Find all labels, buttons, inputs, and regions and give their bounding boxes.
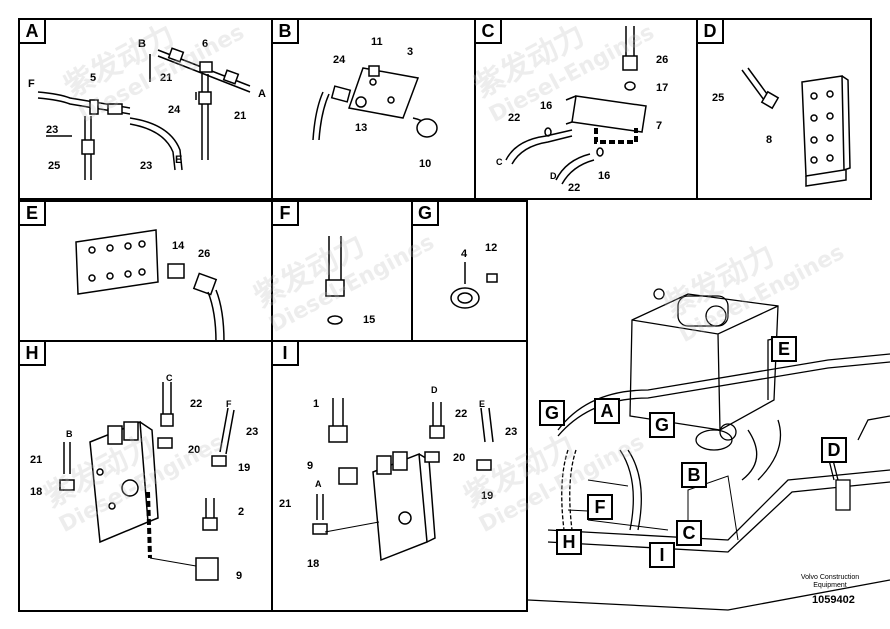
- panel-tag: H: [20, 342, 46, 366]
- callout-label: 21: [160, 72, 173, 84]
- callout-label: 23: [505, 426, 518, 438]
- callout-label: 16: [598, 170, 611, 182]
- manufacturer-line: Volvo Construction: [800, 574, 860, 581]
- control-valve-drawing: [312, 398, 494, 562]
- callout-box: F: [587, 494, 613, 520]
- panel-e: E 14 26: [18, 200, 273, 343]
- callout-box: E: [771, 336, 797, 362]
- callout-label: 25: [712, 92, 725, 104]
- panel-h: H C 22 F 23 B 20 21 19 18 2 9: [18, 340, 273, 612]
- clamp-drawing: [450, 262, 498, 309]
- callout-label: 18: [30, 486, 43, 498]
- panel-tag: E: [20, 202, 46, 226]
- callout-label: D: [550, 171, 557, 181]
- panel-i: I 1 D 22 E 23 20 9 A 19 21 18: [271, 340, 528, 612]
- callout-label: 7: [656, 120, 663, 132]
- manifold-plate-drawing: [75, 229, 225, 343]
- callout-label: 14: [172, 240, 185, 252]
- callout-label: 18: [307, 558, 320, 570]
- callout-label: 12: [485, 242, 498, 254]
- callout-label: 9: [236, 570, 243, 582]
- callout-label: 15: [363, 314, 376, 326]
- callout-label: 22: [568, 182, 581, 194]
- panel-c: C 26 17 22 16 7 C D 16 22: [474, 18, 698, 200]
- callout-box: D: [821, 437, 847, 463]
- callout-label: 20: [188, 444, 201, 456]
- callout-label: 5: [90, 72, 97, 84]
- valve-block-drawing: [741, 67, 851, 187]
- callout-label: 19: [238, 462, 251, 474]
- panel-tag: I: [273, 342, 299, 366]
- callout-label: A: [258, 88, 266, 100]
- callout-box: G: [539, 400, 565, 426]
- panel-f: F 15: [271, 200, 413, 342]
- panel-b: B 11 3 24 13 10: [271, 18, 476, 200]
- panel-g: G 4 12: [411, 200, 528, 342]
- callout-label: 26: [198, 248, 211, 260]
- callout-box: C: [676, 520, 702, 546]
- callout-label: 26: [656, 54, 669, 66]
- callout-label: 4: [461, 248, 468, 260]
- panel-tag: F: [273, 202, 299, 226]
- callout-label: 10: [419, 158, 432, 170]
- callout-label: A: [315, 479, 322, 489]
- panel-tag: B: [273, 20, 299, 44]
- callout-label: 22: [190, 398, 203, 410]
- hose-end-drawing: [325, 236, 345, 325]
- callout-label: 19: [481, 490, 494, 502]
- callout-label: 21: [30, 454, 43, 466]
- callout-label: B: [66, 429, 73, 439]
- callout-label: 20: [453, 452, 466, 464]
- manufacturer-note: Volvo Construction Equipment: [790, 574, 870, 590]
- callout-label: 6: [202, 38, 209, 50]
- callout-label: 23: [46, 124, 59, 136]
- callout-label: 16: [540, 100, 553, 112]
- callout-label: F: [28, 78, 35, 90]
- panel-d: D 25 8: [696, 18, 872, 200]
- callout-label: 24: [333, 54, 346, 66]
- panel-tag: D: [698, 20, 724, 44]
- callout-label: 25: [48, 160, 61, 172]
- callout-label: 17: [656, 82, 669, 94]
- document-number: 1059402: [812, 594, 855, 606]
- callout-label: 9: [307, 460, 314, 472]
- callout-label: 8: [766, 134, 773, 146]
- bracket-drawing: [312, 65, 438, 141]
- callout-label: 23: [246, 426, 259, 438]
- control-valve-drawing: [59, 382, 235, 581]
- callout-box: A: [594, 398, 620, 424]
- callout-label: 21: [279, 498, 292, 510]
- callout-label: 22: [455, 408, 468, 420]
- callout-label: E: [175, 154, 183, 166]
- callout-label: 2: [238, 506, 245, 518]
- callout-label: 3: [407, 46, 414, 58]
- panel-tag: C: [476, 20, 502, 44]
- callout-label: 24: [168, 104, 181, 116]
- manufacturer-line: Equipment: [813, 582, 847, 589]
- callout-label: 13: [355, 122, 368, 134]
- callout-label: 23: [140, 160, 153, 172]
- callout-label: E: [479, 399, 486, 409]
- callout-label: D: [431, 385, 438, 395]
- callout-label: C: [166, 373, 173, 383]
- callout-box: I: [649, 542, 675, 568]
- hose-connection-drawing: [37, 47, 251, 180]
- callout-label: 22: [508, 112, 521, 124]
- machine-overview-drawing: [528, 288, 890, 611]
- callout-box: G: [649, 412, 675, 438]
- panel-tag: A: [20, 20, 46, 44]
- callout-label: 1: [313, 398, 320, 410]
- callout-box: H: [556, 529, 582, 555]
- tee-fitting-drawing: [505, 26, 647, 185]
- panel-tag: G: [413, 202, 439, 226]
- callout-box: B: [681, 462, 707, 488]
- callout-label: 11: [371, 36, 383, 48]
- panel-a: A B 6 21 F 5 A 24 21 23 25 23 E: [18, 18, 273, 200]
- callout-label: B: [138, 38, 146, 50]
- callout-label: F: [226, 399, 232, 409]
- callout-label: 21: [234, 110, 247, 122]
- callout-label: C: [496, 157, 503, 167]
